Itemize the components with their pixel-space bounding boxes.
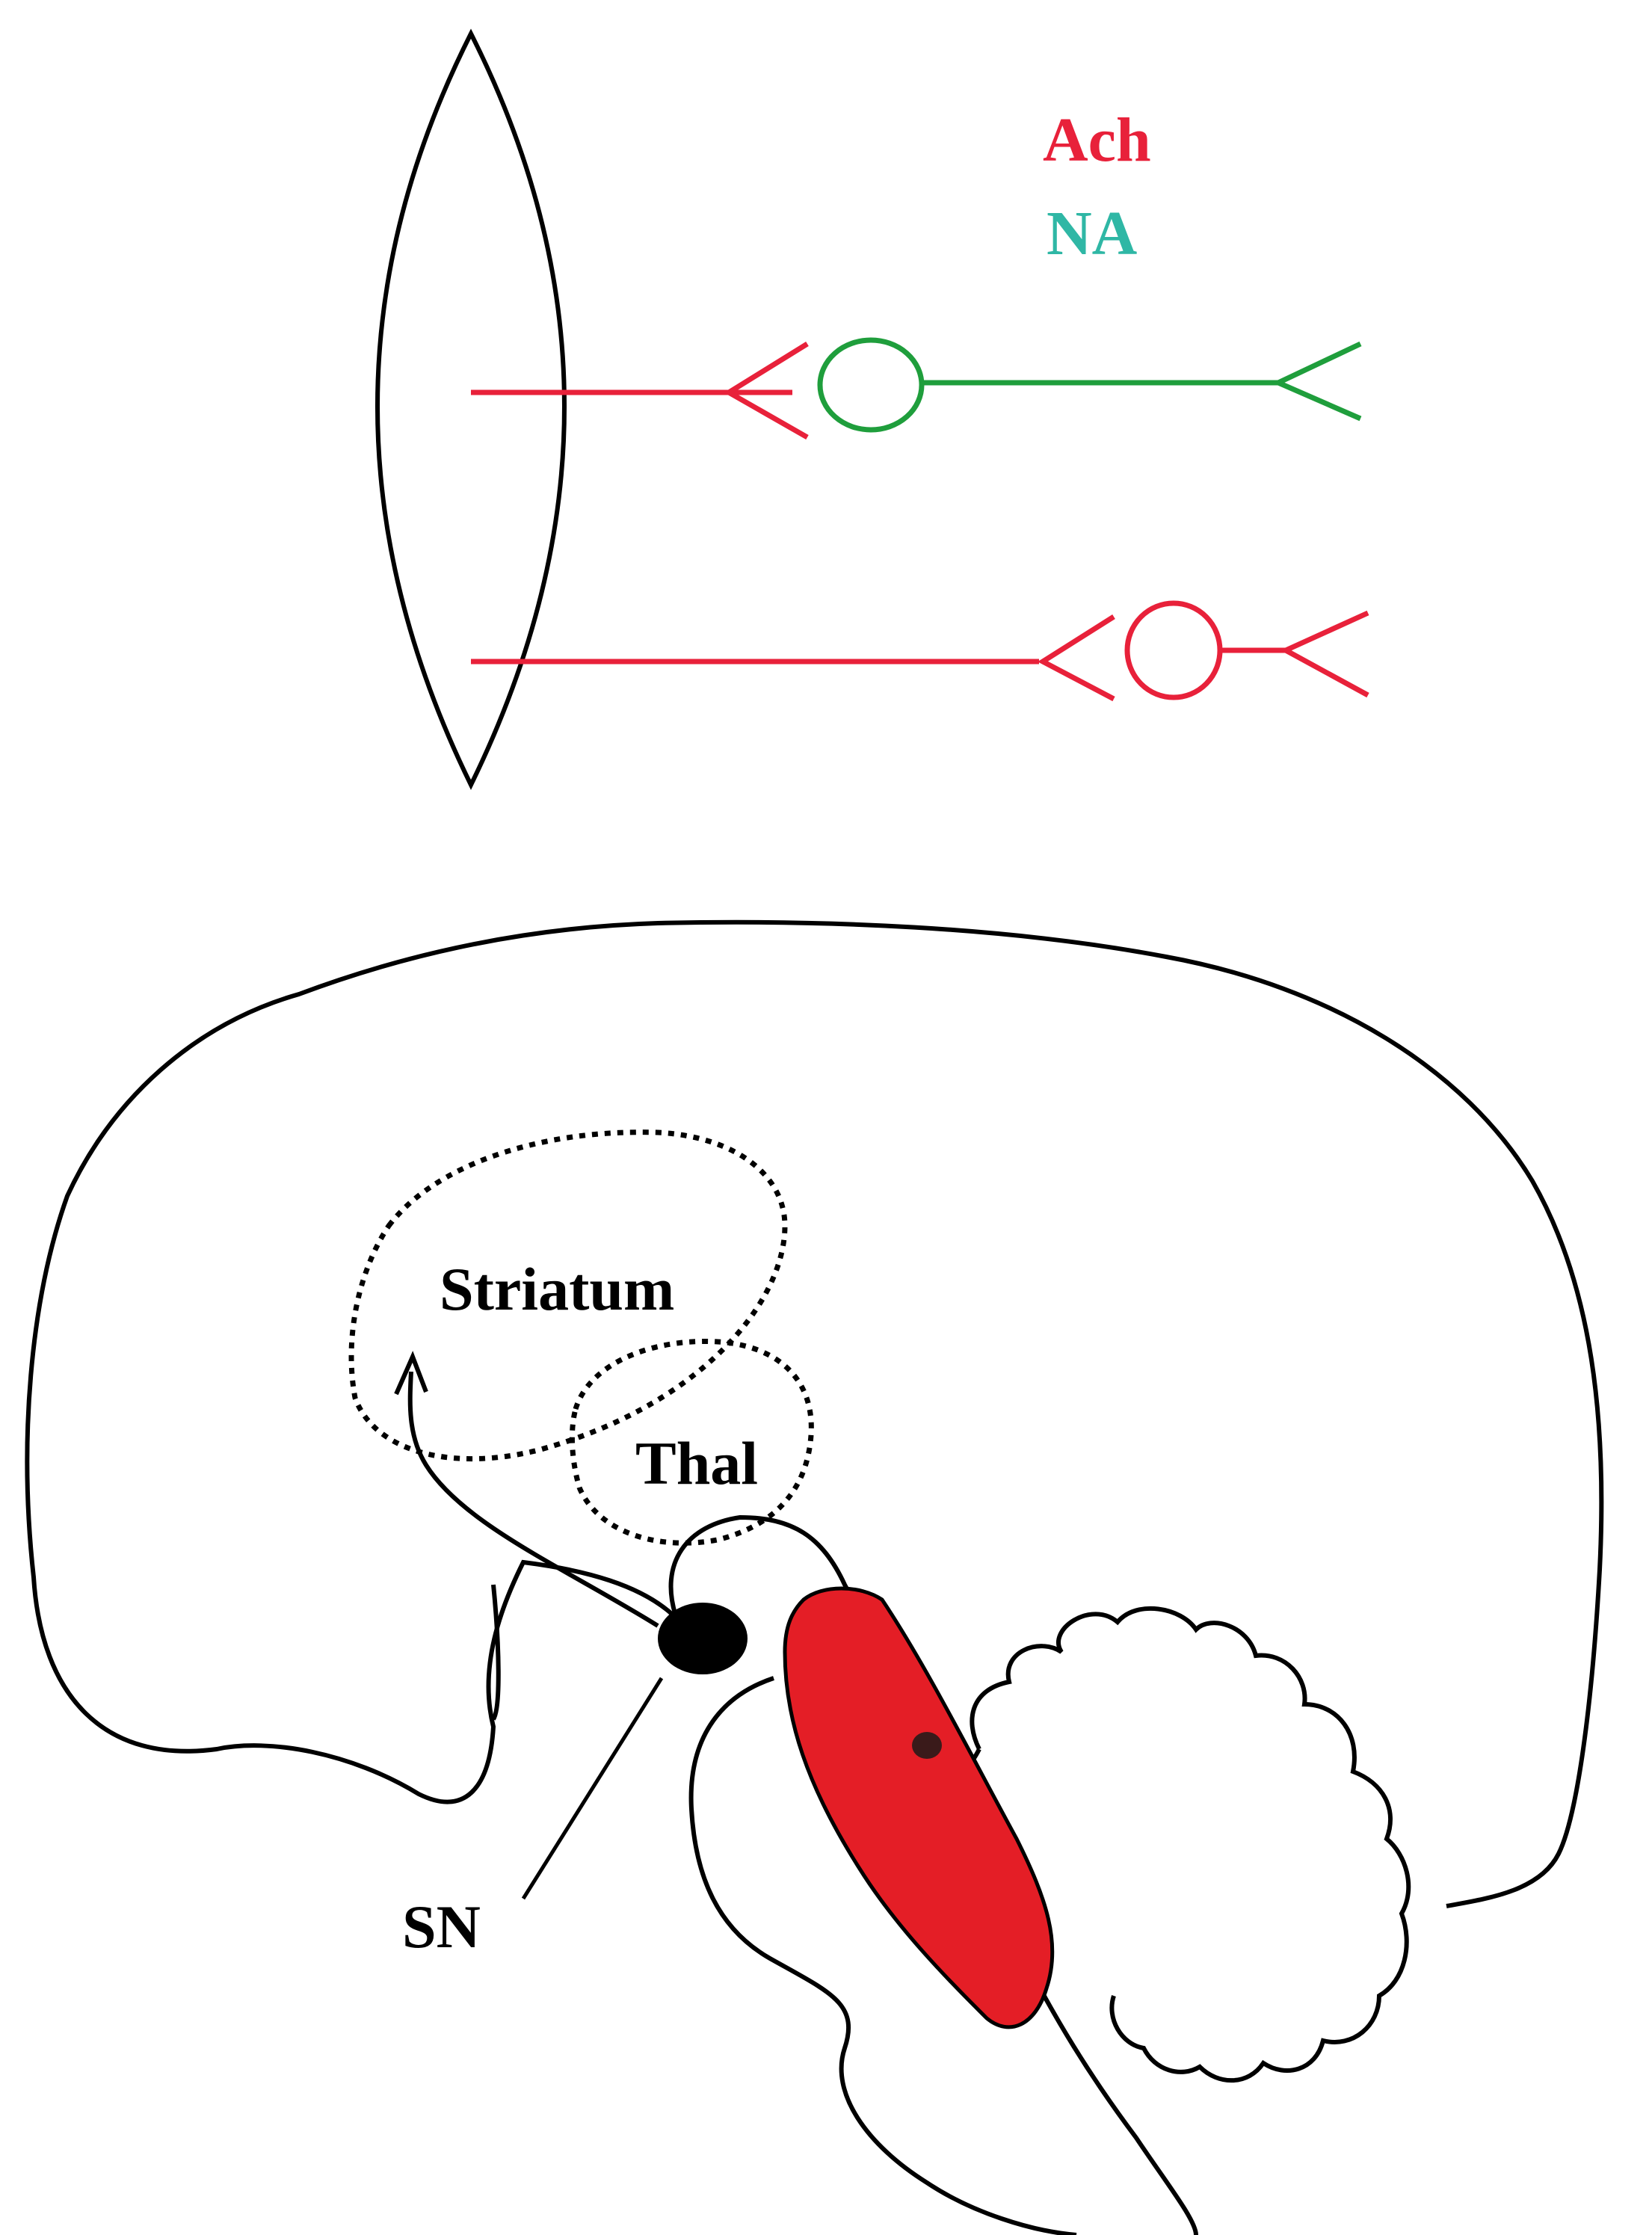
- striatum-outline: [348, 1129, 788, 1462]
- ach-terminal-lower: [1038, 614, 1115, 702]
- substantia-nigra: [658, 1603, 748, 1674]
- ach-to-na-pathway: [471, 337, 1362, 440]
- ach-soma: [1124, 600, 1223, 700]
- sn-label: SN: [402, 1893, 481, 1961]
- brain-sagittal: [25, 919, 1604, 2235]
- inner-contour: [491, 1584, 501, 1721]
- cerebrum-outline: [25, 919, 1604, 1908]
- sn-projection: [407, 1371, 659, 1628]
- thalamus-outline: [569, 1338, 814, 1546]
- ach-terminal-upper: [724, 342, 809, 440]
- ach-to-ach-pathway: [471, 600, 1369, 702]
- legend-na: NA: [1047, 199, 1138, 268]
- sn-pointer-line: [521, 1677, 664, 1900]
- cerebellum-outline: [970, 1606, 1411, 2083]
- striatum-label: Striatum: [440, 1255, 674, 1323]
- brainstem-ventral: [688, 1676, 1077, 2235]
- red-region: [783, 1586, 1055, 2029]
- red-region-dot: [912, 1732, 942, 1759]
- legend-ach: Ach: [1043, 105, 1151, 175]
- thalamus-label: Thal: [635, 1429, 758, 1497]
- na-soma: [817, 337, 925, 433]
- ach-interneuron-terminal: [1280, 610, 1369, 698]
- na-terminal: [1272, 341, 1362, 422]
- lens-shape: [375, 28, 567, 790]
- sn-projection-arrowhead: [394, 1351, 428, 1396]
